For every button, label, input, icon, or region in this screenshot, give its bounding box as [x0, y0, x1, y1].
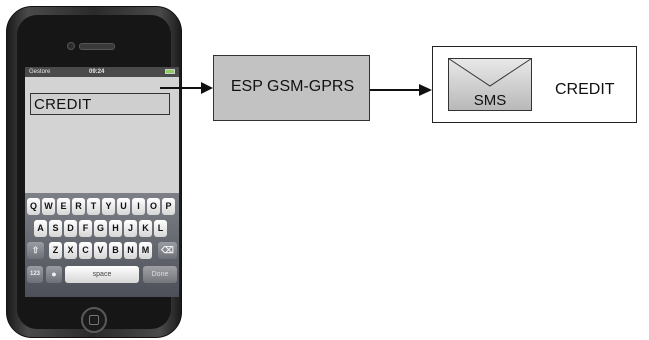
key-b[interactable]: B [109, 242, 122, 259]
shift-key[interactable]: ⇧ [27, 242, 44, 259]
done-key[interactable]: Done [143, 266, 177, 283]
message-area[interactable]: CREDIT [25, 77, 179, 193]
home-square-icon [89, 315, 99, 325]
message-input[interactable]: CREDIT [30, 93, 170, 115]
key-j[interactable]: J [124, 220, 137, 237]
key-q[interactable]: Q [27, 198, 40, 215]
globe-icon[interactable]: ● [46, 266, 62, 283]
keyboard: Q W E R T Y U I O P A S D F G H J K L ⇧ … [25, 193, 179, 297]
message-input-text: CREDIT [34, 96, 92, 113]
sms-envelope-label: SMS [473, 92, 507, 109]
key-k[interactable]: K [139, 220, 152, 237]
gsm-module-label: ESP GSM-GPRS [230, 78, 355, 95]
key-y[interactable]: Y [102, 198, 115, 215]
arrow-module-to-sms [370, 84, 432, 96]
key-i[interactable]: I [132, 198, 145, 215]
key-h[interactable]: H [109, 220, 122, 237]
backspace-key[interactable]: ⌫ [158, 242, 177, 259]
envelope-icon: SMS [448, 58, 532, 111]
key-a[interactable]: A [34, 220, 47, 237]
gsm-module-box: ESP GSM-GPRS [213, 55, 370, 121]
key-e[interactable]: E [57, 198, 70, 215]
key-n[interactable]: N [124, 242, 137, 259]
arrow-phone-to-module [160, 82, 213, 94]
key-l[interactable]: L [154, 220, 167, 237]
key-t[interactable]: T [87, 198, 100, 215]
status-bar: Gestore 09:24 [25, 67, 179, 77]
key-f[interactable]: F [79, 220, 92, 237]
camera-icon [67, 42, 75, 50]
phone-screen: Gestore 09:24 CREDIT Q W E R T Y U I O P… [25, 67, 179, 297]
smartphone: Gestore 09:24 CREDIT Q W E R T Y U I O P… [6, 6, 182, 338]
carrier-label: Gestore [29, 69, 51, 75]
status-time: 09:24 [89, 69, 105, 75]
key-u[interactable]: U [117, 198, 130, 215]
key-s[interactable]: S [49, 220, 62, 237]
key-d[interactable]: D [64, 220, 77, 237]
key-p[interactable]: P [162, 198, 175, 215]
home-button[interactable] [81, 307, 107, 333]
key-o[interactable]: O [147, 198, 160, 215]
space-key[interactable]: space [65, 266, 139, 283]
numbers-key[interactable]: 123 [27, 266, 43, 283]
battery-icon [165, 69, 175, 74]
speaker-grille [79, 43, 115, 50]
sms-message-text: CREDIT [555, 81, 615, 98]
key-r[interactable]: R [72, 198, 85, 215]
key-z[interactable]: Z [49, 242, 62, 259]
key-x[interactable]: X [64, 242, 77, 259]
key-v[interactable]: V [94, 242, 107, 259]
key-c[interactable]: C [79, 242, 92, 259]
key-m[interactable]: M [139, 242, 152, 259]
sms-message-box: SMS CREDIT [432, 46, 637, 123]
key-g[interactable]: G [94, 220, 107, 237]
key-w[interactable]: W [42, 198, 55, 215]
